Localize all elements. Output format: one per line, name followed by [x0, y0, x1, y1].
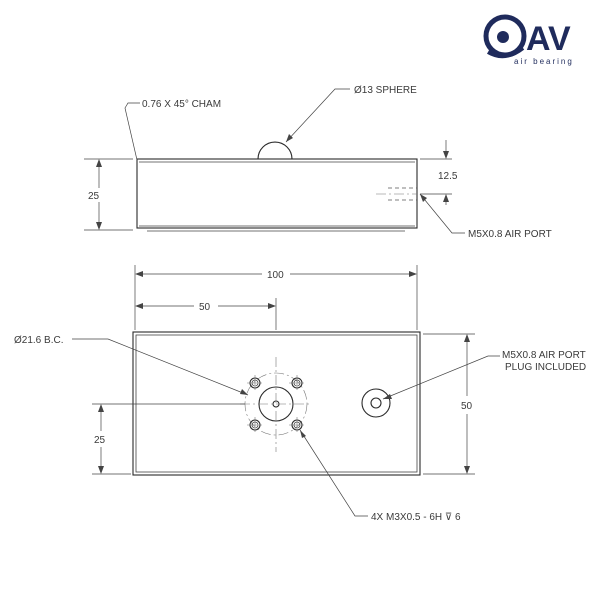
width-arrow-top [464, 334, 470, 342]
tapped-holes-leader-arrow [300, 430, 306, 438]
tapped-hole [289, 375, 305, 391]
top-view-inner-outline [135, 334, 418, 473]
tapped-hole [247, 417, 263, 433]
bolt-circle-leader-arrow [240, 389, 248, 395]
sphere-note: Ø13 SPHERE [354, 85, 417, 96]
width-arrow-bottom [464, 466, 470, 474]
top-view: 100 50 [14, 265, 586, 523]
length-dim: 100 [267, 270, 284, 281]
center-dim: 50 [199, 302, 211, 313]
top-view-outline [132, 331, 421, 476]
side-port-note: M5X0.8 AIR PORT [468, 229, 552, 240]
port-plug-outer [361, 388, 391, 418]
sphere-leader [285, 88, 350, 143]
center-height-arrow-bottom [98, 466, 104, 474]
tapped-hole [247, 375, 263, 391]
side-port-leader [419, 193, 465, 234]
sphere-profile [257, 141, 293, 160]
logo-subtitle: air bearing [514, 57, 574, 66]
port-height-arrow-bottom [443, 194, 449, 202]
side-view: 0.76 X 45° CHAM Ø13 SPHERE 25 12.5 M5X0.… [84, 85, 552, 240]
logo-swoosh-icon [486, 46, 525, 59]
width-dim: 50 [461, 401, 473, 412]
av-logo: AV air bearing [483, 14, 574, 66]
center-height-arrow-top [98, 404, 104, 412]
side-height-arrow-top [96, 159, 102, 167]
length-arrow-right [409, 271, 417, 277]
length-arrow-left [135, 271, 143, 277]
logo-letters: AV [526, 20, 571, 58]
port-height-arrow-top [443, 151, 449, 159]
bolt-circle-note: Ø21.6 B.C. [14, 335, 63, 346]
tapped-holes-leader [299, 429, 368, 517]
tapped-holes-note: 4X M3X0.5 - 6H ⊽ 6 [371, 512, 461, 523]
center-height-dim: 25 [94, 435, 106, 446]
center-arrow-left [135, 303, 143, 309]
port-height-dim: 12.5 [438, 171, 458, 182]
bolt-circle-leader [72, 338, 249, 396]
port-plug-note-line2: PLUG INCLUDED [505, 362, 586, 373]
chamfer-leader [124, 102, 140, 161]
side-height-arrow-bottom [96, 222, 102, 230]
tapped-hole [289, 417, 305, 433]
center-arrow-right [268, 303, 276, 309]
side-height-dim: 25 [88, 191, 100, 202]
chamfer-note: 0.76 X 45° CHAM [142, 99, 221, 110]
logo-dot-icon [497, 31, 509, 43]
side-view-body [136, 158, 418, 229]
sphere-leader-arrow [286, 134, 293, 142]
port-plug-inner [370, 397, 382, 409]
port-plug-note-line1: M5X0.8 AIR PORT [502, 350, 586, 361]
side-port-leader-arrow [420, 194, 427, 202]
port-plug-leader [382, 355, 500, 400]
port-plug-leader-arrow [383, 394, 392, 399]
